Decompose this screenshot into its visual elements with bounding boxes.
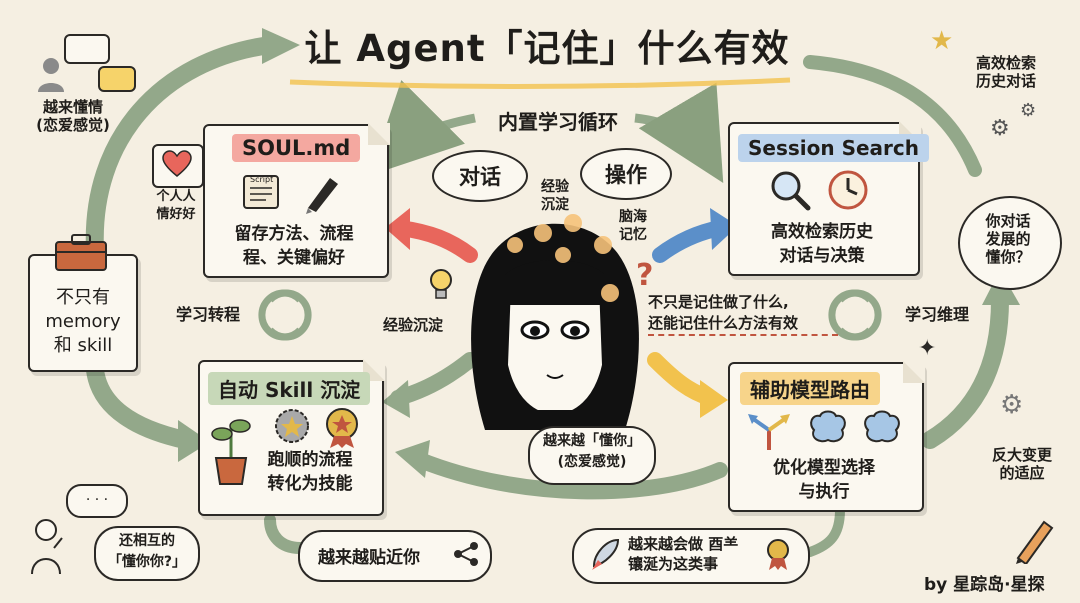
toolbox-icon (55, 234, 107, 271)
dialog-bubble: 对话 (432, 150, 528, 202)
gear-icon: ⚙ (1000, 390, 1024, 420)
author-credit: by 星踪岛·星探 (924, 575, 1045, 595)
right-thought-text: 你对话 发展的 懂你？ (985, 212, 1031, 266)
outer-arrow-right (921, 291, 1009, 449)
blue-arrowhead (710, 208, 738, 250)
brain-icon (810, 410, 846, 443)
gear-icon: ⚙ (1020, 100, 1037, 121)
left-note-text: 不只有 memory 和 skill (45, 287, 121, 356)
scroll-icon (243, 175, 279, 209)
outer-arrow-top-left (85, 36, 279, 259)
brain-icon (864, 410, 900, 443)
script-label: Script (250, 175, 274, 184)
chat-bubble-icon (98, 66, 136, 92)
skill-body: 跑顺的流程 转化为技能 (267, 450, 353, 494)
session-title: Session Search (738, 134, 929, 162)
top-right-caption: 高效检索 历史对话 (975, 54, 1036, 90)
right-thought-bubble (958, 196, 1062, 290)
cycle-arrows-left (258, 289, 312, 341)
cycle-label-left: 学习转程 (175, 305, 240, 324)
cycle-label-right: 学习维理 (904, 305, 969, 324)
outer-arrow-bottom-right (805, 505, 845, 557)
clock-icon (828, 170, 868, 210)
operation-bubble: 操作 (580, 148, 672, 200)
rocket-icon (592, 538, 620, 570)
thinking-person-icon (31, 519, 63, 575)
skill-title: 自动 Skill 沉淀 (208, 372, 371, 405)
middle-note: 不只是记住做了什么, 还能记住什么方法有效 (648, 292, 838, 336)
outer-arrowhead-bottom (395, 440, 430, 478)
top-left-caption: 越来懂情 (恋爱感觉) (36, 98, 110, 134)
outer-arrow-bottom (412, 452, 728, 500)
plant-icon (211, 419, 251, 485)
lightbulb-icon (430, 269, 452, 299)
green-arrowhead (382, 380, 410, 418)
pen-icon (306, 178, 338, 214)
bottom-left-bubble: 还相互的 「懂你你?」 (94, 526, 200, 581)
inner-arrow-left (369, 80, 476, 176)
heart-label: 个人人 情好好 (156, 189, 196, 222)
medal-icon (326, 408, 358, 448)
girl-avatar (471, 214, 639, 430)
soul-title: SOUL.md (232, 134, 361, 162)
red-arrowhead (385, 208, 410, 250)
blue-arrow (652, 220, 728, 263)
title-underline (289, 77, 791, 90)
sparkle-icon: ✦ (918, 336, 937, 361)
gear-badge-icon (275, 409, 309, 443)
outer-arrowhead-left (178, 420, 210, 462)
dialog-text: 对话 (459, 165, 501, 189)
routing-title: 辅助模型路由 (740, 372, 880, 405)
share-icon (454, 542, 478, 566)
person-icon (38, 58, 64, 92)
heart-icon (162, 150, 192, 177)
cycle-arrows-right (828, 289, 882, 341)
page-fold (368, 123, 390, 145)
right-bottom-caption: 反大变更 的适应 (991, 446, 1052, 482)
bottom-pill-right-text: 越来越会做 ⾣⺷ 镶涎为这类事 (628, 535, 739, 573)
question-mark-icon: ? (636, 258, 654, 293)
brain-memory-label: 脑海 记忆 (619, 209, 647, 243)
gear-icon: ⚙ (990, 116, 1010, 141)
session-body: 高效检索历史 对话与决策 (771, 222, 873, 266)
star-icon: ★ (930, 26, 954, 56)
pencil-icon (1016, 520, 1054, 564)
operation-text: 操作 (605, 163, 647, 187)
bottom-pill-left-text: 越来越贴近你 (318, 548, 420, 568)
inner-arrow-right (634, 82, 724, 184)
chat-bubble-icon (64, 34, 110, 64)
page-title: 让 Agent「记住」什么有效 (304, 27, 790, 70)
page-fold (903, 361, 925, 383)
outer-arrow-left-down (86, 361, 194, 449)
outer-arrow-top-right (803, 55, 982, 177)
experience-label: 经验 沉淀 (541, 179, 569, 213)
understand-you-bubble: 越来越「懂你」 (恋爱感觉) (528, 426, 656, 485)
soul-body: 留存方法、流程 程、关键偏好 (234, 224, 354, 268)
magnifier-icon (771, 171, 811, 211)
dots-bubble-icon: · · · (66, 484, 128, 518)
routing-body: 优化模型选择 与执行 (773, 458, 875, 502)
experience-side-label: 经验沉淀 (382, 316, 443, 334)
yellow-arrowhead (700, 380, 728, 418)
outer-arrowhead-top-left (262, 28, 300, 64)
center-loop-label: 内置学习循环 (498, 110, 618, 134)
route-icon (748, 414, 790, 450)
medal-icon (767, 539, 789, 570)
